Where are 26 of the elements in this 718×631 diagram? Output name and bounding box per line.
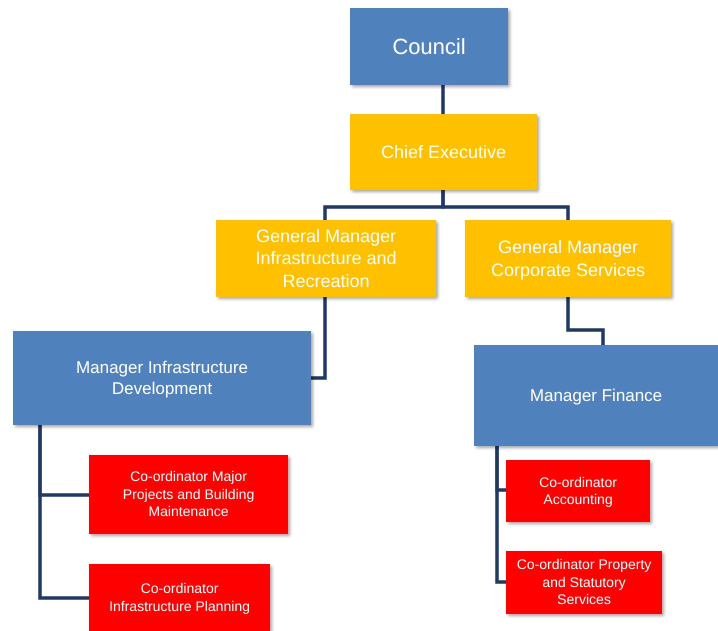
coordinator-box: [506, 551, 662, 614]
connector-line: [566, 297, 605, 345]
role-box: [350, 8, 508, 85]
role-box: [465, 220, 671, 297]
coordinator-box: [506, 460, 650, 522]
connector-line: [441, 85, 445, 114]
role-title: General Manager Corporate Services: [490, 236, 646, 281]
role-title: Manager Finance: [530, 384, 662, 406]
coordinator-box: [89, 455, 288, 534]
role-title: Co-ordinator Major Projects and Building Maintenance: [122, 468, 256, 521]
role-box: [216, 220, 436, 297]
manager-box: [474, 345, 718, 446]
role-title: Chief Executive: [380, 140, 506, 164]
role-title: Co-ordinator Property and Statutory Services: [516, 556, 652, 609]
role-title: General Manager Infrastructure and Recreation: [254, 224, 398, 292]
role-title: Co-ordinator Accounting: [538, 474, 618, 508]
connector-line: [495, 446, 506, 584]
role-title: Co-ordinator Infrastructure Planning: [109, 580, 250, 615]
manager-box: [13, 331, 311, 425]
connector-line: [441, 190, 570, 220]
role-title: Manager Infrastructure Development: [75, 356, 249, 400]
connector-line: [311, 297, 327, 380]
coordinator-box: [89, 564, 270, 631]
role-title: Council: [392, 32, 466, 60]
role-box: [350, 114, 537, 190]
connector-line: [38, 425, 89, 600]
